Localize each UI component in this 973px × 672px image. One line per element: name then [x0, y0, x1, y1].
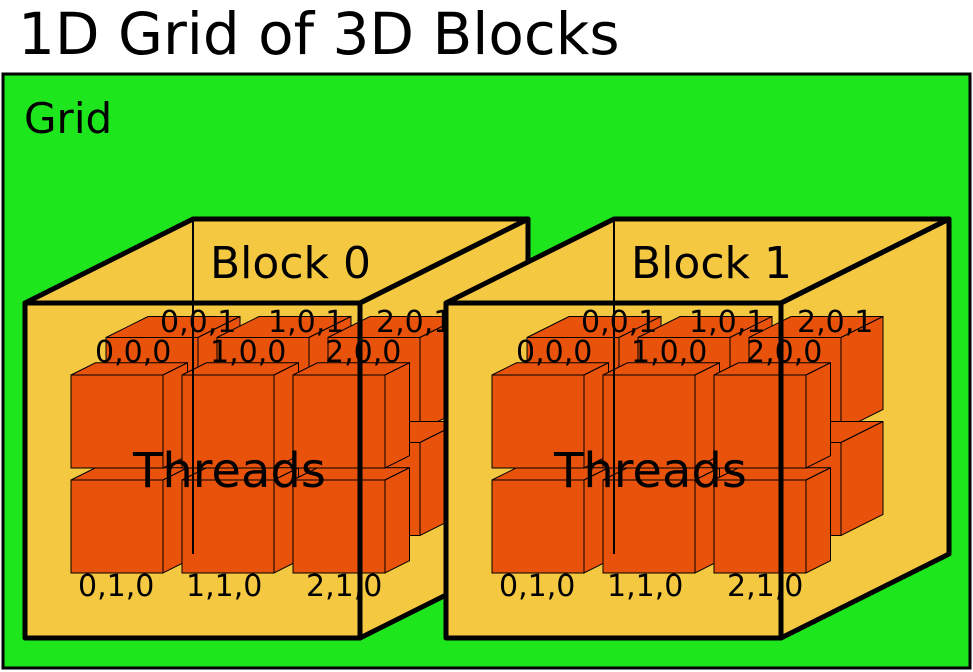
- thread-label-bottom: 2,1,0: [306, 569, 382, 604]
- thread-front-0-0: [491, 361, 609, 469]
- thread-label-back: 1,0,1: [268, 305, 344, 340]
- thread-label-back: 2,0,1: [376, 305, 452, 340]
- thread-front-1-1: [181, 466, 299, 574]
- block-top-face: [446, 219, 949, 303]
- thread-label-top: 1,0,0: [631, 335, 707, 370]
- thread-label-bottom: 2,1,0: [727, 569, 803, 604]
- threads-label: Threads: [132, 443, 326, 499]
- thread-label-bottom: 1,1,0: [607, 569, 683, 604]
- thread-front-2-1: [292, 466, 410, 574]
- block-top-face: [25, 219, 528, 303]
- thread-label-top: 2,0,0: [325, 335, 401, 370]
- thread-front-1-1: [602, 466, 720, 574]
- thread-label-bottom: 0,1,0: [499, 569, 575, 604]
- thread-front-2-1: [713, 466, 831, 574]
- thread-label-back: 1,0,1: [689, 305, 765, 340]
- thread-label-top: 2,0,0: [746, 335, 822, 370]
- thread-front-0-1: [70, 466, 188, 574]
- thread-label-bottom: 0,1,0: [78, 569, 154, 604]
- thread-label-bottom: 1,1,0: [186, 569, 262, 604]
- grid-label: Grid: [24, 94, 112, 143]
- thread-label-top: 0,0,0: [95, 335, 171, 370]
- blocks-layer: Block 0 0,0,1 1,0,1 2,0,1 0,0,0 1,0,0 2,0,0 0,1…: [22, 216, 952, 641]
- thread-label-top: 1,0,0: [210, 335, 286, 370]
- block-1: Block 1 0,0,1 1,0,1 2,0,1 0,0,0 1,0,0 2,0,0 0,1…: [443, 216, 952, 641]
- threads-label: Threads: [553, 443, 747, 499]
- thread-label-back: 2,0,1: [797, 305, 873, 340]
- thread-front-2-0: [713, 361, 831, 469]
- block-label: Block 0: [210, 238, 371, 289]
- thread-label-back: 0,0,1: [581, 305, 657, 340]
- thread-front-1-0: [602, 361, 720, 469]
- diagram-title: 1D Grid of 3D Blocks: [18, 0, 620, 68]
- thread-front-0-0: [70, 361, 188, 469]
- thread-label-back: 0,0,1: [160, 305, 236, 340]
- thread-front-2-0: [292, 361, 410, 469]
- block-label: Block 1: [631, 238, 792, 289]
- thread-label-top: 0,0,0: [516, 335, 592, 370]
- thread-front-0-1: [491, 466, 609, 574]
- block-0: Block 0 0,0,1 1,0,1 2,0,1 0,0,0 1,0,0 2,0,0 0,1…: [22, 216, 531, 641]
- thread-front-1-0: [181, 361, 299, 469]
